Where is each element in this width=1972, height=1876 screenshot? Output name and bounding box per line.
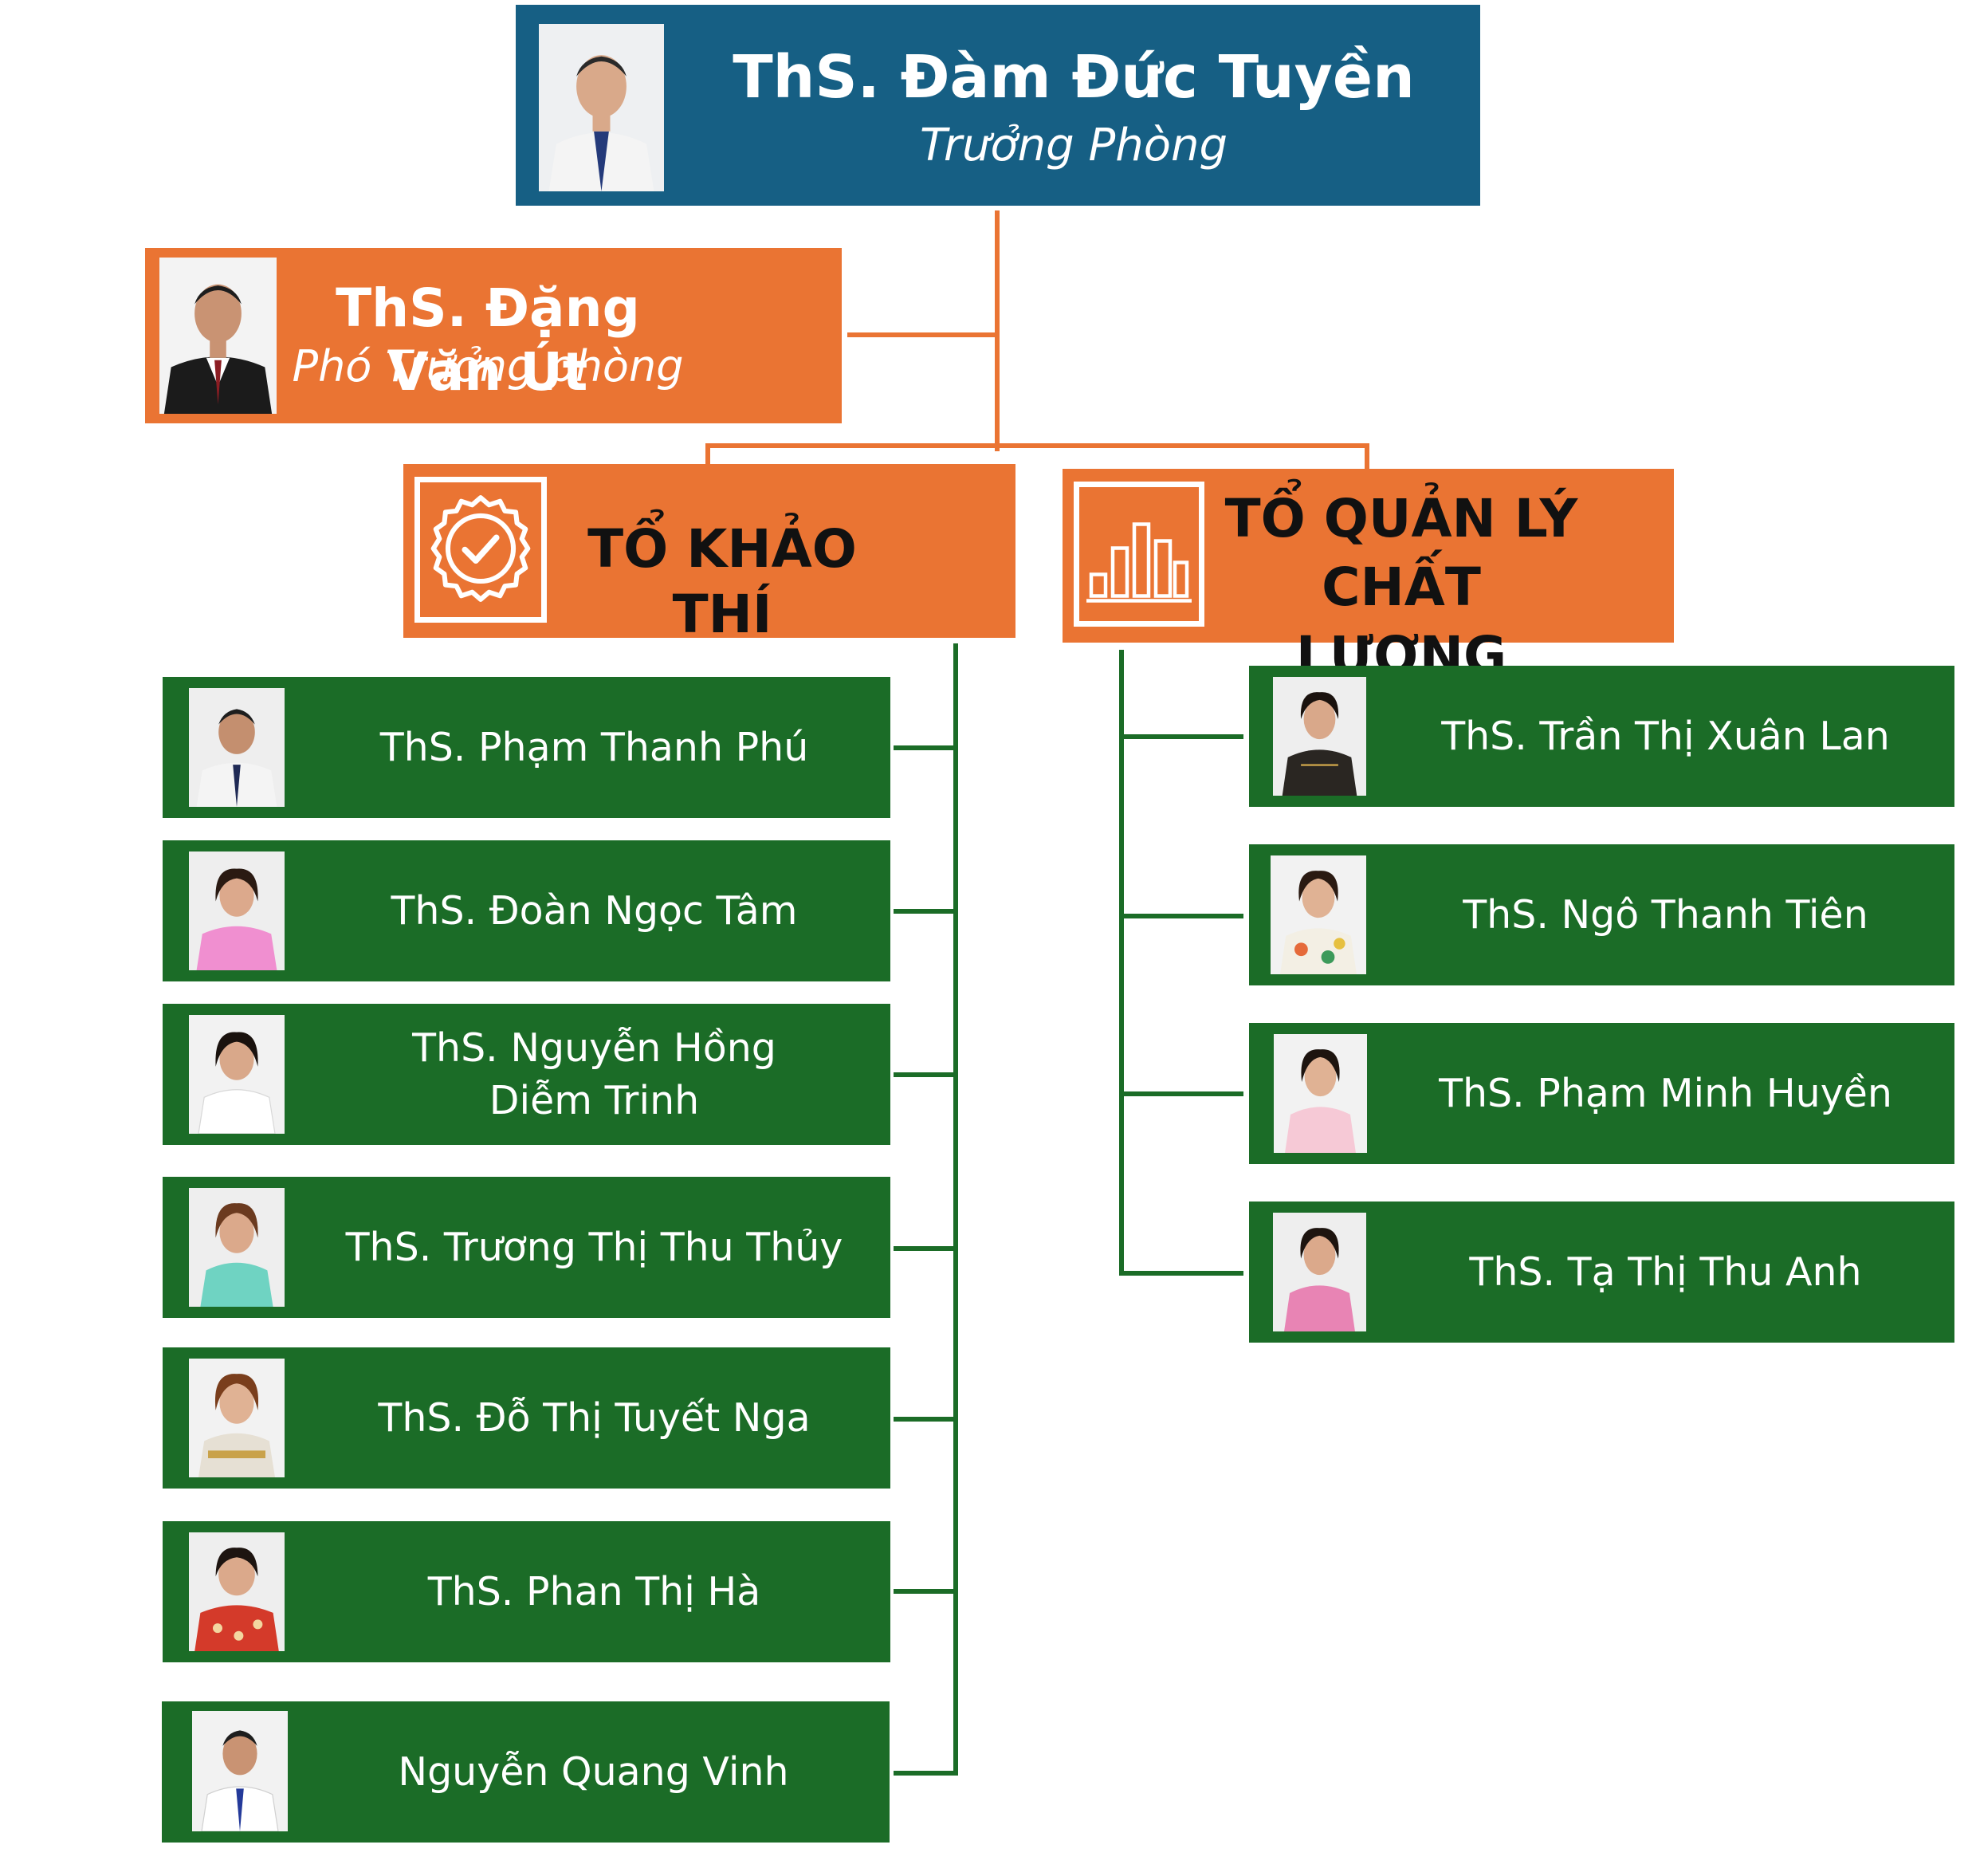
member-name-line: ThS. Phạm Minh Huyền	[1439, 1070, 1892, 1116]
member-name-line: ThS. Trương Thị Thu Thủy	[345, 1224, 843, 1270]
member-photo	[1274, 1034, 1367, 1153]
member-card: Nguyễn Quang Vinh	[162, 1701, 890, 1843]
member-card: ThS. Phạm Minh Huyền	[1249, 1023, 1954, 1164]
connector-trunk	[995, 210, 1000, 451]
member-name-line: ThS. Ngô Thanh Tiên	[1463, 891, 1868, 938]
member-name: ThS. Phạm Minh Huyền	[1377, 1023, 1954, 1164]
member-connector	[894, 1246, 958, 1251]
team-khao-thi-title: TỔ KHẢO THÍ	[555, 517, 890, 647]
member-photo	[1273, 1213, 1366, 1331]
member-photo	[1273, 677, 1366, 796]
team-khao-thi-card: TỔ KHẢO THÍ	[403, 464, 1015, 645]
head-card: ThS. Đàm Đức Tuyền Trưởng Phòng	[516, 5, 1480, 206]
member-card: ThS. Phan Thị Hà	[163, 1521, 890, 1662]
connector-team-right	[1365, 443, 1369, 469]
team-title-line: TỔ KHẢO THÍ	[587, 518, 857, 645]
member-connector	[1119, 914, 1243, 918]
member-card: ThS. Tạ Thị Thu Anh	[1249, 1202, 1954, 1343]
member-name: ThS. Đỗ Thị Tuyết Nga	[298, 1347, 890, 1489]
team-title-line: TỔ QUẢN LÝ	[1224, 488, 1578, 549]
member-name-line: Nguyễn Quang Vinh	[398, 1748, 789, 1795]
member-photo	[189, 688, 285, 807]
connector-team-left	[705, 443, 710, 464]
bar-chart-icon	[1074, 482, 1204, 627]
deputy-photo	[159, 258, 277, 414]
member-connector	[894, 909, 958, 914]
member-name-line: ThS. Phạm Thanh Phú	[379, 724, 809, 770]
member-name-line: ThS. Nguyễn Hồng	[412, 1025, 776, 1071]
member-card: ThS. Đỗ Thị Tuyết Nga	[163, 1347, 890, 1489]
member-name: ThS. Ngô Thanh Tiên	[1377, 844, 1954, 985]
member-card: ThS. Trần Thị Xuân Lan	[1249, 666, 1954, 807]
connector-teams-bar	[705, 443, 1369, 448]
team-quan-ly-card: TỔ QUẢN LÝ CHẤT LƯỢNG	[1063, 469, 1674, 686]
head-role: Trưởng Phòng	[919, 120, 1228, 171]
team-quan-ly-title: TỔ QUẢN LÝ CHẤT LƯỢNG	[1214, 485, 1589, 690]
member-photo	[1271, 855, 1366, 974]
member-card: ThS. Ngô Thanh Tiên	[1249, 844, 1954, 985]
member-name: ThS. Phan Thị Hà	[298, 1521, 890, 1662]
member-photo	[189, 1188, 285, 1307]
member-name: ThS. Trương Thị Thu Thủy	[298, 1177, 890, 1318]
member-card: ThS. Phạm Thanh Phú	[163, 677, 890, 818]
member-connector	[1119, 734, 1243, 739]
head-photo	[539, 24, 664, 191]
member-photo	[189, 1359, 285, 1477]
member-name-line: ThS. Trần Thị Xuân Lan	[1441, 713, 1890, 759]
member-card: ThS. Đoàn Ngọc Tâm	[163, 840, 890, 981]
badge-check-icon	[414, 477, 547, 623]
member-connector	[894, 1589, 958, 1594]
member-name: ThS. Đoàn Ngọc Tâm	[298, 840, 890, 981]
deputy-card: ThS. Đặng Văn Út Phó Trưởng phòng	[145, 248, 842, 423]
member-card: ThS. Trương Thị Thu Thủy	[163, 1177, 890, 1318]
deputy-role: Phó Trưởng phòng	[292, 341, 684, 391]
member-photo	[192, 1711, 288, 1831]
member-name: ThS. Phạm Thanh Phú	[298, 677, 890, 818]
connector-deputy	[847, 332, 1000, 337]
member-name-line: ThS. Đoàn Ngọc Tâm	[391, 887, 798, 934]
member-connector	[894, 1771, 958, 1776]
member-photo	[189, 1015, 285, 1134]
member-name-line: ThS. Tạ Thị Thu Anh	[1469, 1249, 1862, 1295]
member-connector	[894, 1072, 958, 1077]
team-quan-ly-trunk	[1119, 650, 1124, 1276]
member-connector	[1119, 1091, 1243, 1096]
deputy-name: ThS. Đặng Văn Út	[336, 277, 640, 403]
member-photo	[189, 1532, 285, 1651]
member-connector	[1119, 1271, 1243, 1276]
member-name: Nguyễn Quang Vinh	[297, 1701, 890, 1843]
member-name-line: ThS. Đỗ Thị Tuyết Nga	[378, 1394, 811, 1441]
member-name: ThS. Tạ Thị Thu Anh	[1377, 1202, 1954, 1343]
member-photo	[189, 851, 285, 970]
member-name-line: ThS. Phan Thị Hà	[427, 1568, 761, 1614]
member-connector	[894, 1417, 958, 1422]
member-name: ThS. Trần Thị Xuân Lan	[1377, 666, 1954, 807]
member-name-line: Diễm Trinh	[489, 1077, 700, 1123]
team-khao-thi-trunk	[953, 643, 958, 1776]
head-name: ThS. Đàm Đức Tuyền	[733, 43, 1415, 112]
member-connector	[894, 745, 958, 750]
